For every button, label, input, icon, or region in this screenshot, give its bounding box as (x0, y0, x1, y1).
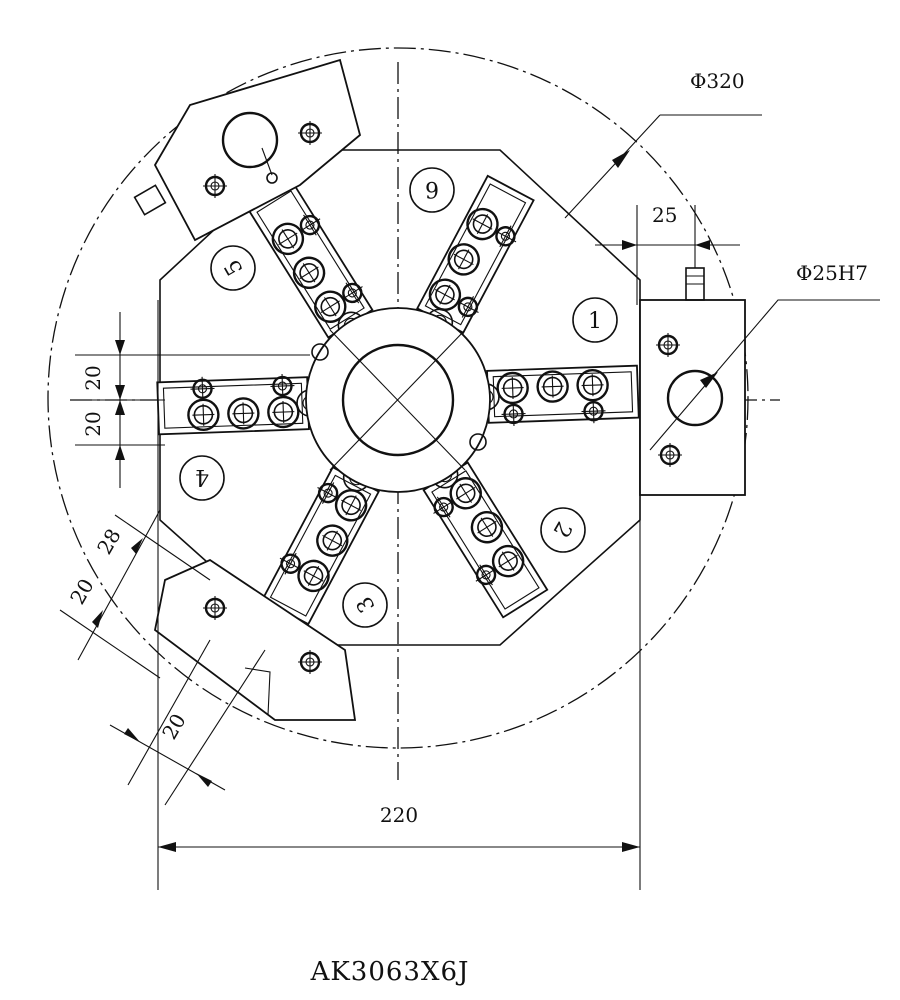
top-left-block (133, 58, 362, 242)
svg-text:20: 20 (81, 411, 105, 436)
svg-text:220: 220 (380, 803, 418, 827)
outer-circle (47, 47, 749, 749)
svg-text:28: 28 (92, 524, 126, 558)
dim-overall-width: 2 20 (157, 300, 641, 890)
model-label: AK3063X6J (310, 957, 470, 987)
station-label-5: 5 (210, 245, 256, 291)
station-label-4: 4 (179, 455, 225, 501)
bottom-left-block (154, 558, 357, 721)
station-label-6: 6 (409, 167, 455, 213)
hub-ring-inner (341, 343, 455, 457)
turret-body (159, 149, 641, 646)
station-label-3: 3 (342, 582, 388, 628)
svg-text:20: 20 (157, 709, 191, 743)
svg-text:Φ25H7: Φ25H7 (796, 261, 868, 285)
svg-text:20: 20 (81, 365, 105, 390)
svg-text:1: 1 (588, 309, 602, 334)
dim-bore: Φ25H7 (649, 261, 880, 451)
station-label-1: 1 (572, 297, 618, 343)
tool-holder-4 (157, 373, 324, 435)
dim-slot: 20 20 (75, 312, 310, 488)
station-label-2: 2 (540, 507, 586, 553)
tool-holder-1 (472, 366, 639, 428)
svg-text:5: 5 (220, 255, 249, 280)
dim-outer-diameter: Φ320 (564, 69, 762, 219)
svg-text:2: 2 (547, 517, 576, 542)
svg-text:4: 4 (195, 464, 209, 489)
svg-text:20: 20 (65, 574, 99, 608)
right-bore-block (639, 267, 746, 496)
svg-text:25: 25 (652, 203, 677, 227)
svg-text:3: 3 (352, 592, 381, 617)
dim-width-offset: 25 (595, 203, 740, 305)
svg-text:Φ320: Φ320 (690, 69, 745, 93)
svg-text:6: 6 (425, 176, 439, 201)
